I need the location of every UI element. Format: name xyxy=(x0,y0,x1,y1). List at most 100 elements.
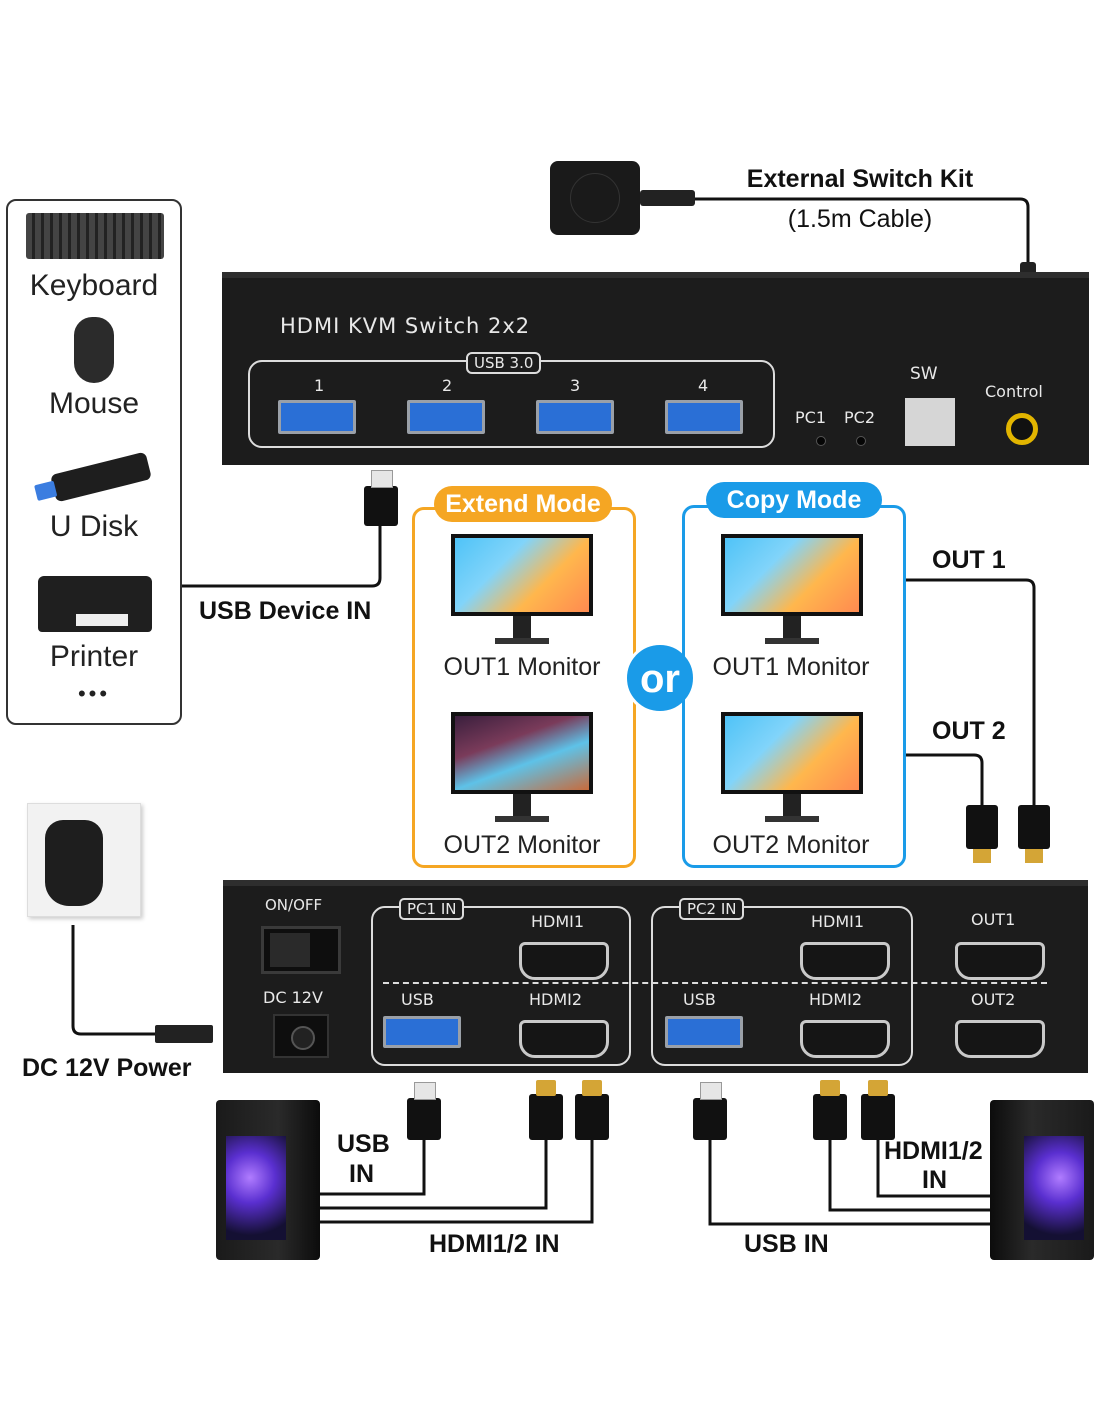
pc1-hdmi2-label: HDMI2 xyxy=(529,990,583,1009)
extend-out1-monitor-icon xyxy=(451,534,593,646)
printer-label: Printer xyxy=(49,640,139,673)
port-number-4: 4 xyxy=(698,376,709,395)
control-jack[interactable] xyxy=(1006,413,1038,445)
pc1-hdmi1-label: HDMI1 xyxy=(531,912,585,931)
pc2-hdmi2-port[interactable] xyxy=(800,1020,890,1058)
usb-device-in-label: USB Device IN xyxy=(199,597,372,625)
printer-icon xyxy=(38,576,152,632)
copy-out2-monitor-icon xyxy=(721,712,863,824)
kvm-front-panel: HDMI KVM Switch 2x2 USB 3.0 1 2 3 4 PC1 … xyxy=(222,272,1089,465)
sw-label: SW xyxy=(910,364,938,384)
copy-out2-monitor-label: OUT2 Monitor xyxy=(712,831,870,859)
right-usb-connector xyxy=(693,1082,727,1140)
out1-hdmi-port[interactable] xyxy=(955,942,1045,980)
right-hdmi1-cable xyxy=(828,1140,990,1212)
right-usb-cable xyxy=(708,1140,990,1226)
copy-out1-monitor-icon xyxy=(721,534,863,646)
usb-device-connector xyxy=(364,470,398,526)
usb-drive-icon xyxy=(34,451,152,503)
right-hdmi-in-label-line1: HDMI1/2 xyxy=(884,1137,983,1165)
pc2-usb-port[interactable] xyxy=(665,1016,743,1048)
out2-cable xyxy=(906,753,984,805)
on-off-label: ON/OFF xyxy=(265,896,323,914)
left-usb-in-label-line1: USB xyxy=(337,1130,390,1158)
port-number-3: 3 xyxy=(570,376,581,395)
usb-port-2[interactable] xyxy=(407,400,485,434)
left-hdmi2-connector xyxy=(575,1080,609,1140)
power-switch[interactable] xyxy=(261,926,341,974)
pc2-in-label: PC2 IN xyxy=(679,898,745,920)
pc1-hdmi1-port[interactable] xyxy=(519,942,609,980)
right-usb-in-label: USB IN xyxy=(744,1230,829,1258)
left-hdmi1-cable xyxy=(318,1140,548,1210)
extend-out2-monitor-label: OUT2 Monitor xyxy=(443,831,601,859)
more-devices-ellipsis: ••• xyxy=(77,681,111,706)
right-pc-tower-icon xyxy=(990,1100,1094,1260)
usb-port-1[interactable] xyxy=(278,400,356,434)
port-number-2: 2 xyxy=(442,376,453,395)
mouse-icon xyxy=(74,317,114,383)
copy-out1-monitor-label: OUT1 Monitor xyxy=(712,653,870,681)
switch-button-circle-icon xyxy=(570,173,620,223)
control-label: Control xyxy=(985,382,1043,401)
out1-hdmi-connector xyxy=(1018,805,1050,863)
panel-divider xyxy=(383,982,1047,984)
pc1-led xyxy=(816,436,826,446)
pc1-usb-label: USB xyxy=(401,990,434,1009)
left-pc-tower-icon xyxy=(216,1100,320,1260)
left-usb-connector xyxy=(407,1082,441,1140)
power-adapter-icon xyxy=(45,820,103,906)
copy-mode-title: Copy Mode xyxy=(706,482,882,518)
udisk-label: U Disk xyxy=(49,510,139,543)
keyboard-label: Keyboard xyxy=(29,269,159,302)
left-usb-in-label-line2: IN xyxy=(349,1160,374,1188)
switch-kit-plug xyxy=(640,190,695,206)
right-hdmi-in-label-line2: IN xyxy=(922,1166,947,1194)
port-number-1: 1 xyxy=(314,376,325,395)
dc-power-label: DC 12V Power xyxy=(22,1054,192,1082)
peripheral-devices-box: Keyboard Mouse U Disk Printer ••• xyxy=(6,199,182,725)
extend-out2-monitor-icon xyxy=(451,712,593,824)
out2-label: OUT 2 xyxy=(932,717,1006,745)
pc2-hdmi1-port[interactable] xyxy=(800,942,890,980)
pc1-in-group xyxy=(371,906,631,1066)
right-hdmi2-cable xyxy=(876,1140,990,1198)
usb-device-cable xyxy=(181,525,382,588)
right-hdmi2-connector xyxy=(861,1080,895,1140)
out1-label: OUT 1 xyxy=(932,546,1006,574)
switch-kit-cable xyxy=(695,197,1030,262)
out2-hdmi-port[interactable] xyxy=(955,1020,1045,1058)
out1-port-label: OUT1 xyxy=(971,910,1016,929)
pc1-indicator-label: PC1 xyxy=(795,408,826,427)
dc-plug xyxy=(155,1025,213,1043)
left-hdmi2-cable xyxy=(318,1140,594,1224)
extend-out1-monitor-label: OUT1 Monitor xyxy=(443,653,601,681)
pc1-hdmi2-port[interactable] xyxy=(519,1020,609,1058)
extend-mode-title: Extend Mode xyxy=(434,486,612,522)
dc-jack[interactable] xyxy=(273,1014,329,1058)
product-title: HDMI KVM Switch 2x2 xyxy=(280,314,531,338)
pc1-usb-port[interactable] xyxy=(383,1016,461,1048)
usb-group-label: USB 3.0 xyxy=(466,352,542,374)
pc2-hdmi2-label: HDMI2 xyxy=(809,990,863,1009)
dc-12v-label: DC 12V xyxy=(263,988,323,1007)
kvm-rear-panel: ON/OFF DC 12V PC1 IN HDMI1 USB HDMI2 PC2… xyxy=(223,880,1088,1073)
dc-power-cable xyxy=(71,925,160,1036)
right-hdmi1-connector xyxy=(813,1080,847,1140)
pc2-hdmi1-label: HDMI1 xyxy=(811,912,865,931)
left-usb-cable xyxy=(318,1140,426,1196)
pc2-usb-label: USB xyxy=(683,990,716,1009)
usb-port-4[interactable] xyxy=(665,400,743,434)
left-hdmi1-connector xyxy=(529,1080,563,1140)
out2-port-label: OUT2 xyxy=(971,990,1016,1009)
left-hdmi-in-label: HDMI1/2 IN xyxy=(429,1230,560,1258)
external-switch-button[interactable] xyxy=(550,161,640,235)
mouse-label: Mouse xyxy=(48,387,140,420)
sw-button[interactable] xyxy=(905,398,955,446)
out1-cable xyxy=(906,578,1036,805)
pc2-led xyxy=(856,436,866,446)
usb-port-3[interactable] xyxy=(536,400,614,434)
external-kit-title: External Switch Kit xyxy=(746,165,974,193)
pc1-in-label: PC1 IN xyxy=(399,898,465,920)
